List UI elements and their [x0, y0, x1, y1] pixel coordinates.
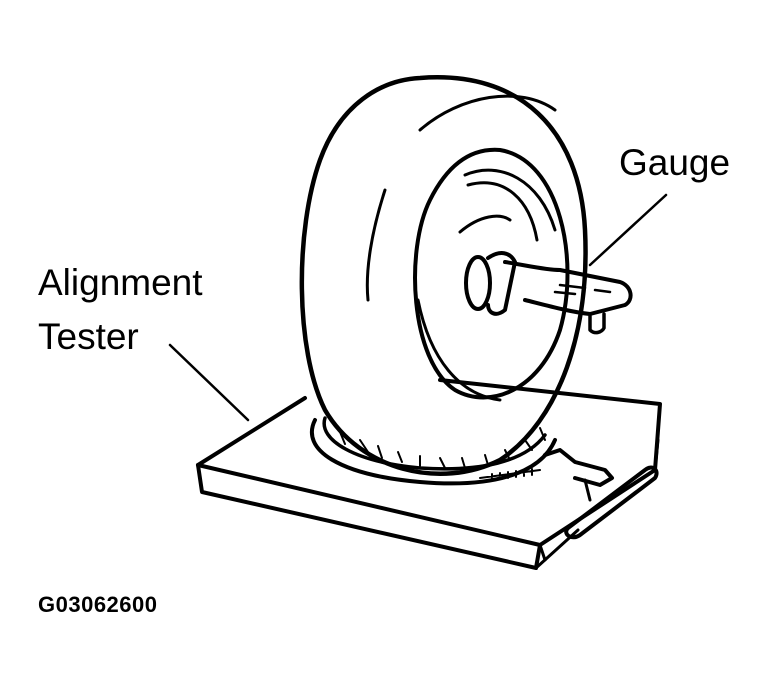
plate-lock-lever	[543, 448, 659, 540]
alignment-tester-plate	[196, 378, 662, 570]
alignment-tester-label-line2: Tester	[38, 316, 139, 357]
wheel-rim	[413, 147, 570, 402]
figure-id: G03062600	[38, 592, 158, 617]
turntable-scale	[309, 416, 557, 486]
tester-leader-line	[168, 343, 250, 422]
gauge-leader-line	[588, 193, 668, 267]
alignment-tester-label-line1: Alignment	[38, 262, 203, 303]
gauge-label: Gauge	[619, 142, 731, 183]
gauge-tool	[464, 251, 633, 335]
tire	[299, 75, 588, 476]
